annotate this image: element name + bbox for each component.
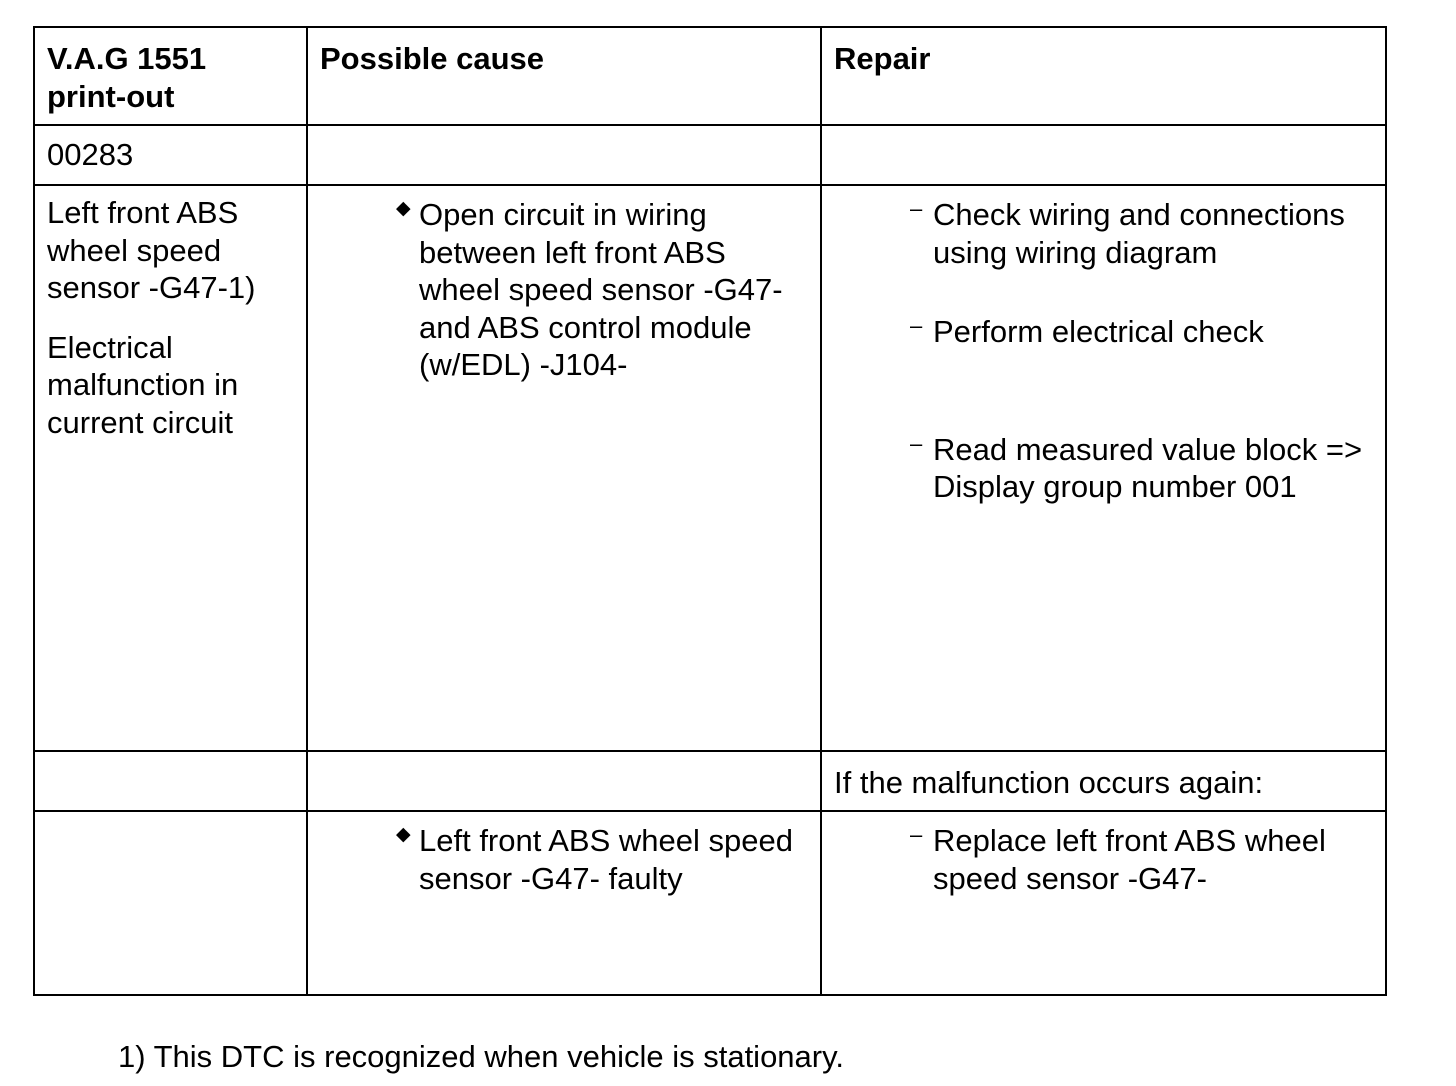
cause-text: Open circuit in wiring between left fron…	[419, 197, 783, 382]
cause-item: ◆ Left front ABS wheel speed sensor -G47…	[396, 822, 820, 897]
repair-item: – Replace left front ABS wheel speed sen…	[910, 822, 1385, 897]
possible-cause-cell: ◆ Open circuit in wiring between left fr…	[306, 184, 822, 752]
footnote: 1) This DTC is recognized when vehicle i…	[118, 1039, 844, 1074]
dash-icon: –	[910, 196, 923, 221]
cause-item: ◆ Open circuit in wiring between left fr…	[396, 196, 820, 384]
repair-text: Perform electrical check	[933, 314, 1264, 349]
possible-cause-cell: ◆ Left front ABS wheel speed sensor -G47…	[306, 810, 822, 996]
repair-item: – Read measured value block => Display g…	[910, 431, 1385, 506]
repeat-note-cell: If the malfunction occurs again:	[820, 750, 1387, 812]
fault-description-cell: Left front ABS wheel speed sensor -G47-1…	[33, 184, 308, 752]
header-vag-printout: V.A.G 1551 print-out	[33, 26, 308, 126]
dash-icon: –	[910, 822, 923, 847]
empty-cell	[33, 810, 308, 996]
empty-cell	[306, 750, 822, 812]
table-row-fault: Left front ABS wheel speed sensor -G47-1…	[33, 184, 1387, 752]
fault-symptom: Electrical malfunction in current circui…	[47, 329, 239, 440]
fault-component: Left front ABS wheel speed sensor -G47-1…	[47, 195, 256, 305]
repair-item: – Check wiring and connections using wir…	[910, 196, 1385, 271]
bullet-icon: ◆	[396, 824, 411, 845]
table-row-sensor: ◆ Left front ABS wheel speed sensor -G47…	[33, 810, 1387, 996]
repair-text: Replace left front ABS wheel speed senso…	[933, 823, 1326, 896]
dash-icon: –	[910, 313, 923, 338]
repair-cell: – Check wiring and connections using wir…	[820, 184, 1387, 752]
bullet-icon: ◆	[396, 198, 411, 219]
fault-code-cell: 00283	[33, 124, 308, 186]
repair-cell: – Replace left front ABS wheel speed sen…	[820, 810, 1387, 996]
header-possible-cause: Possible cause	[306, 26, 822, 126]
empty-cell	[306, 124, 822, 186]
repair-text: Check wiring and connections using wirin…	[933, 197, 1345, 270]
cause-text: Left front ABS wheel speed sensor -G47- …	[419, 823, 793, 896]
diagnostic-trouble-code-table: V.A.G 1551 print-out Possible cause Repa…	[33, 26, 1387, 996]
dash-icon: –	[910, 430, 923, 456]
repair-item: – Perform electrical check	[910, 313, 1385, 351]
header-vag-line2: print-out	[47, 78, 175, 114]
repair-text: Read measured value block => Display gro…	[933, 431, 1363, 505]
header-repair: Repair	[820, 26, 1387, 126]
empty-cell	[33, 750, 308, 812]
repeat-note: If the malfunction occurs again:	[834, 765, 1264, 800]
table-header-row: V.A.G 1551 print-out Possible cause Repa…	[33, 26, 1387, 126]
empty-cell	[820, 124, 1387, 186]
fault-code: 00283	[47, 137, 134, 172]
header-vag-line1: V.A.G 1551	[47, 41, 207, 76]
table-row-repeat: If the malfunction occurs again:	[33, 750, 1387, 812]
table-row-code: 00283	[33, 124, 1387, 186]
